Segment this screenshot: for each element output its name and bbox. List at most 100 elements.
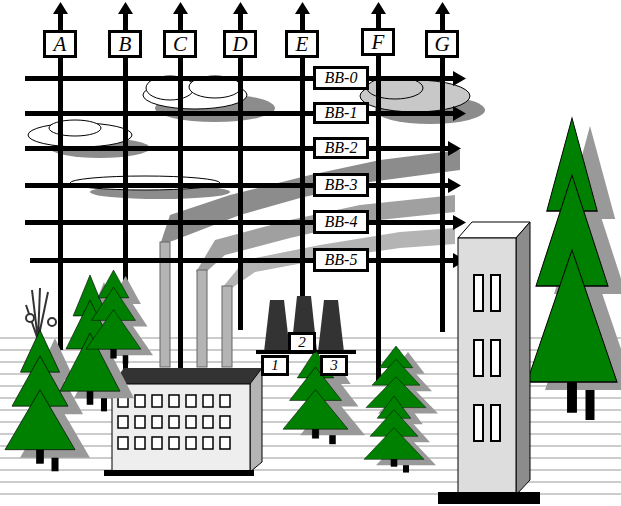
trees-part — [527, 118, 617, 412]
factory — [104, 368, 262, 476]
factory-part — [186, 437, 196, 449]
factory-part — [169, 395, 179, 407]
smoke — [160, 150, 460, 288]
tower-building-part — [474, 405, 483, 441]
factory-part — [220, 416, 230, 428]
clouds — [28, 76, 485, 199]
factory-part — [152, 437, 162, 449]
grid-lines-part — [435, 2, 450, 14]
factory-part — [250, 368, 262, 472]
factory-part — [169, 437, 179, 449]
grid-lines-part — [453, 106, 466, 121]
axis-label-box: C — [163, 30, 197, 58]
axis-label-box: F — [361, 28, 395, 56]
grid-lines-part — [173, 2, 188, 14]
label-text: B — [119, 34, 132, 55]
label-text: 1 — [271, 358, 279, 373]
grid-lines-part — [371, 2, 386, 14]
factory-part — [104, 470, 254, 476]
tower-building-part — [491, 340, 500, 376]
factory-part — [186, 416, 196, 428]
label-text: BB-1 — [325, 105, 358, 121]
tower-building-part — [491, 275, 500, 311]
level-label-box: BB-2 — [313, 137, 369, 159]
trees-part — [364, 396, 424, 467]
level-label-box: BB-4 — [313, 210, 369, 234]
plant-part — [26, 288, 48, 340]
factory-part — [118, 416, 128, 428]
label-text: BB-0 — [325, 70, 358, 86]
chimneys-part — [222, 286, 232, 367]
factory-part — [220, 437, 230, 449]
label-text: E — [296, 34, 309, 55]
grid-lines-part — [453, 71, 466, 86]
factory-part — [118, 395, 230, 449]
factory-part — [135, 437, 145, 449]
grid-lines — [25, 2, 466, 412]
grid-lines-part — [448, 178, 461, 193]
trees-part — [283, 350, 348, 438]
axis-label-box: A — [43, 30, 77, 58]
factory-part — [152, 395, 162, 407]
cooling-towers-part — [318, 300, 344, 352]
tower-building-part — [491, 405, 500, 441]
label-text: G — [434, 34, 449, 55]
label-text: A — [54, 34, 67, 55]
axis-label-box: E — [285, 30, 319, 58]
plant-part — [48, 318, 56, 326]
grid-lines-part — [53, 2, 68, 14]
factory-part — [135, 416, 145, 428]
factory-part — [203, 416, 213, 428]
label-text: 3 — [330, 358, 338, 373]
factory-part — [118, 437, 128, 449]
factory-part — [152, 416, 162, 428]
chimneys-part — [197, 270, 207, 367]
grid-lines-part — [118, 2, 133, 14]
label-text: BB-4 — [325, 214, 358, 230]
source-number-box: 1 — [261, 355, 289, 376]
cooling-towers — [256, 296, 356, 354]
label-text: BB-5 — [325, 252, 358, 268]
grid-lines-part — [238, 12, 243, 330]
tower-building — [438, 222, 540, 504]
factory-part — [186, 395, 196, 407]
label-text: BB-3 — [325, 177, 358, 193]
tower-building-part — [458, 238, 516, 495]
label-text: 2 — [298, 335, 306, 350]
label-text: D — [232, 34, 247, 55]
axis-label-box: G — [425, 30, 459, 58]
level-label-box: BB-0 — [313, 66, 369, 90]
tower-building-part — [516, 222, 530, 495]
grid-lines-part — [58, 12, 63, 350]
grid-lines-part — [233, 2, 248, 14]
grid-lines-part — [25, 183, 450, 188]
tower-building-part — [474, 275, 483, 311]
level-label-box: BB-3 — [313, 173, 369, 197]
tower-building-part — [438, 492, 540, 504]
clouds-part — [49, 120, 101, 136]
grid-lines-part — [440, 12, 445, 332]
factory-part — [220, 395, 230, 407]
trees-part — [5, 330, 75, 463]
factory-part — [169, 416, 179, 428]
tree-shadows — [20, 126, 621, 473]
trees-part — [86, 270, 141, 358]
source-number-box: 3 — [320, 355, 348, 376]
grid-lines-part — [178, 12, 183, 412]
plant-part — [26, 314, 34, 322]
factory-part — [135, 395, 145, 407]
tower-building-part — [474, 340, 483, 376]
axis-label-box: D — [223, 30, 257, 58]
factory-part — [203, 437, 213, 449]
level-label-box: BB-5 — [313, 248, 369, 272]
grid-lines-part — [376, 12, 381, 384]
factory-part — [203, 395, 213, 407]
label-text: C — [173, 34, 187, 55]
cooling-towers-part — [264, 300, 290, 352]
grid-lines-part — [448, 141, 461, 156]
tower-building-part — [474, 275, 500, 441]
axis-label-box: B — [108, 30, 142, 58]
level-label-box: BB-1 — [313, 102, 369, 124]
